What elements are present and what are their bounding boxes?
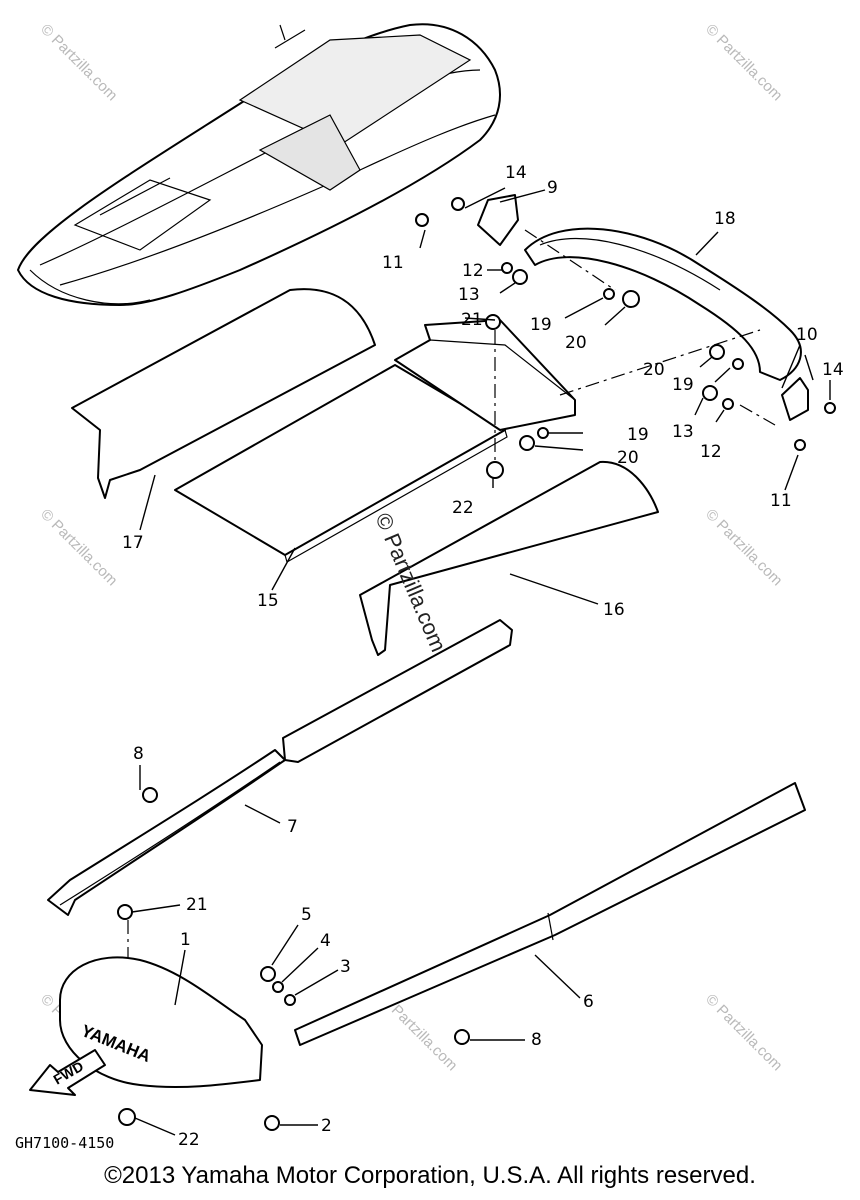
callout-12-top: 12 xyxy=(462,261,484,281)
watercraft-illustration xyxy=(17,23,501,306)
callout-20-bottom: 20 xyxy=(617,448,639,468)
part-code-label: GH7100-4150 xyxy=(15,1134,114,1152)
callout-2: 2 xyxy=(321,1116,332,1136)
callout-21-bottom: 21 xyxy=(186,895,208,915)
callout-20-top: 20 xyxy=(565,333,587,353)
callout-14-top: 14 xyxy=(505,163,527,183)
leader-lines xyxy=(131,187,831,1136)
callout-21-top: 21 xyxy=(461,310,483,330)
callout-7: 7 xyxy=(287,817,298,837)
callout-22-bottom: 22 xyxy=(178,1130,200,1150)
callout-17: 17 xyxy=(122,533,144,553)
watermark-mid-left: © Partzilla.com xyxy=(37,506,120,589)
exploded-parts-diagram: © Partzilla.com © Partzilla.com © Partzi… xyxy=(15,21,844,1152)
part-17-left-panel xyxy=(71,288,376,499)
part-1-front-bumper: YAMAHA xyxy=(59,956,263,1089)
callout-4: 4 xyxy=(320,931,331,951)
part-10-bracket xyxy=(477,194,519,246)
callout-5: 5 xyxy=(301,905,312,925)
callout-8-top: 8 xyxy=(133,744,144,764)
callout-14-right: 14 xyxy=(822,360,844,380)
callout-16: 16 xyxy=(603,600,625,620)
hardware-fasteners xyxy=(117,197,836,1131)
center-bracket-plate xyxy=(394,319,576,431)
watermark-mid-right: © Partzilla.com xyxy=(702,506,785,589)
callout-11-top: 11 xyxy=(382,253,404,273)
callout-19-mid: 19 xyxy=(672,375,694,395)
watermark-top-right: © Partzilla.com xyxy=(702,21,785,104)
callout-11-right: 11 xyxy=(770,491,792,511)
copyright-footer: ©2013 Yamaha Motor Corporation, U.S.A. A… xyxy=(104,1162,756,1189)
part-18-rear-rail xyxy=(524,227,802,381)
callout-labels: 14 9 18 11 12 13 19 20 21 10 20 19 14 13… xyxy=(122,163,844,1150)
callout-19-bottom: 19 xyxy=(627,425,649,445)
part-7-left-rail xyxy=(47,619,513,916)
part-6-right-rail xyxy=(294,782,806,1046)
part-16-right-panel xyxy=(359,460,659,656)
callout-15: 15 xyxy=(257,591,279,611)
callout-1: 1 xyxy=(180,930,191,950)
callout-20-mid: 20 xyxy=(643,360,665,380)
part-9-bracket xyxy=(781,377,809,421)
fwd-arrow-icon: FWD xyxy=(29,1049,106,1096)
callout-12-right: 12 xyxy=(700,442,722,462)
callout-6: 6 xyxy=(583,992,594,1012)
callout-13-top: 13 xyxy=(458,285,480,305)
callout-18: 18 xyxy=(714,209,736,229)
callout-9: 10 xyxy=(796,325,818,345)
callout-22-top: 22 xyxy=(452,498,474,518)
watermark-bottom-right: © Partzilla.com xyxy=(702,991,785,1074)
callout-3: 3 xyxy=(340,957,351,977)
callout-19-top: 19 xyxy=(530,315,552,335)
callout-13-right: 13 xyxy=(672,422,694,442)
watermark-top-left: © Partzilla.com xyxy=(37,21,120,104)
callout-8-bottom: 8 xyxy=(531,1030,542,1050)
callout-10: 9 xyxy=(547,178,558,198)
